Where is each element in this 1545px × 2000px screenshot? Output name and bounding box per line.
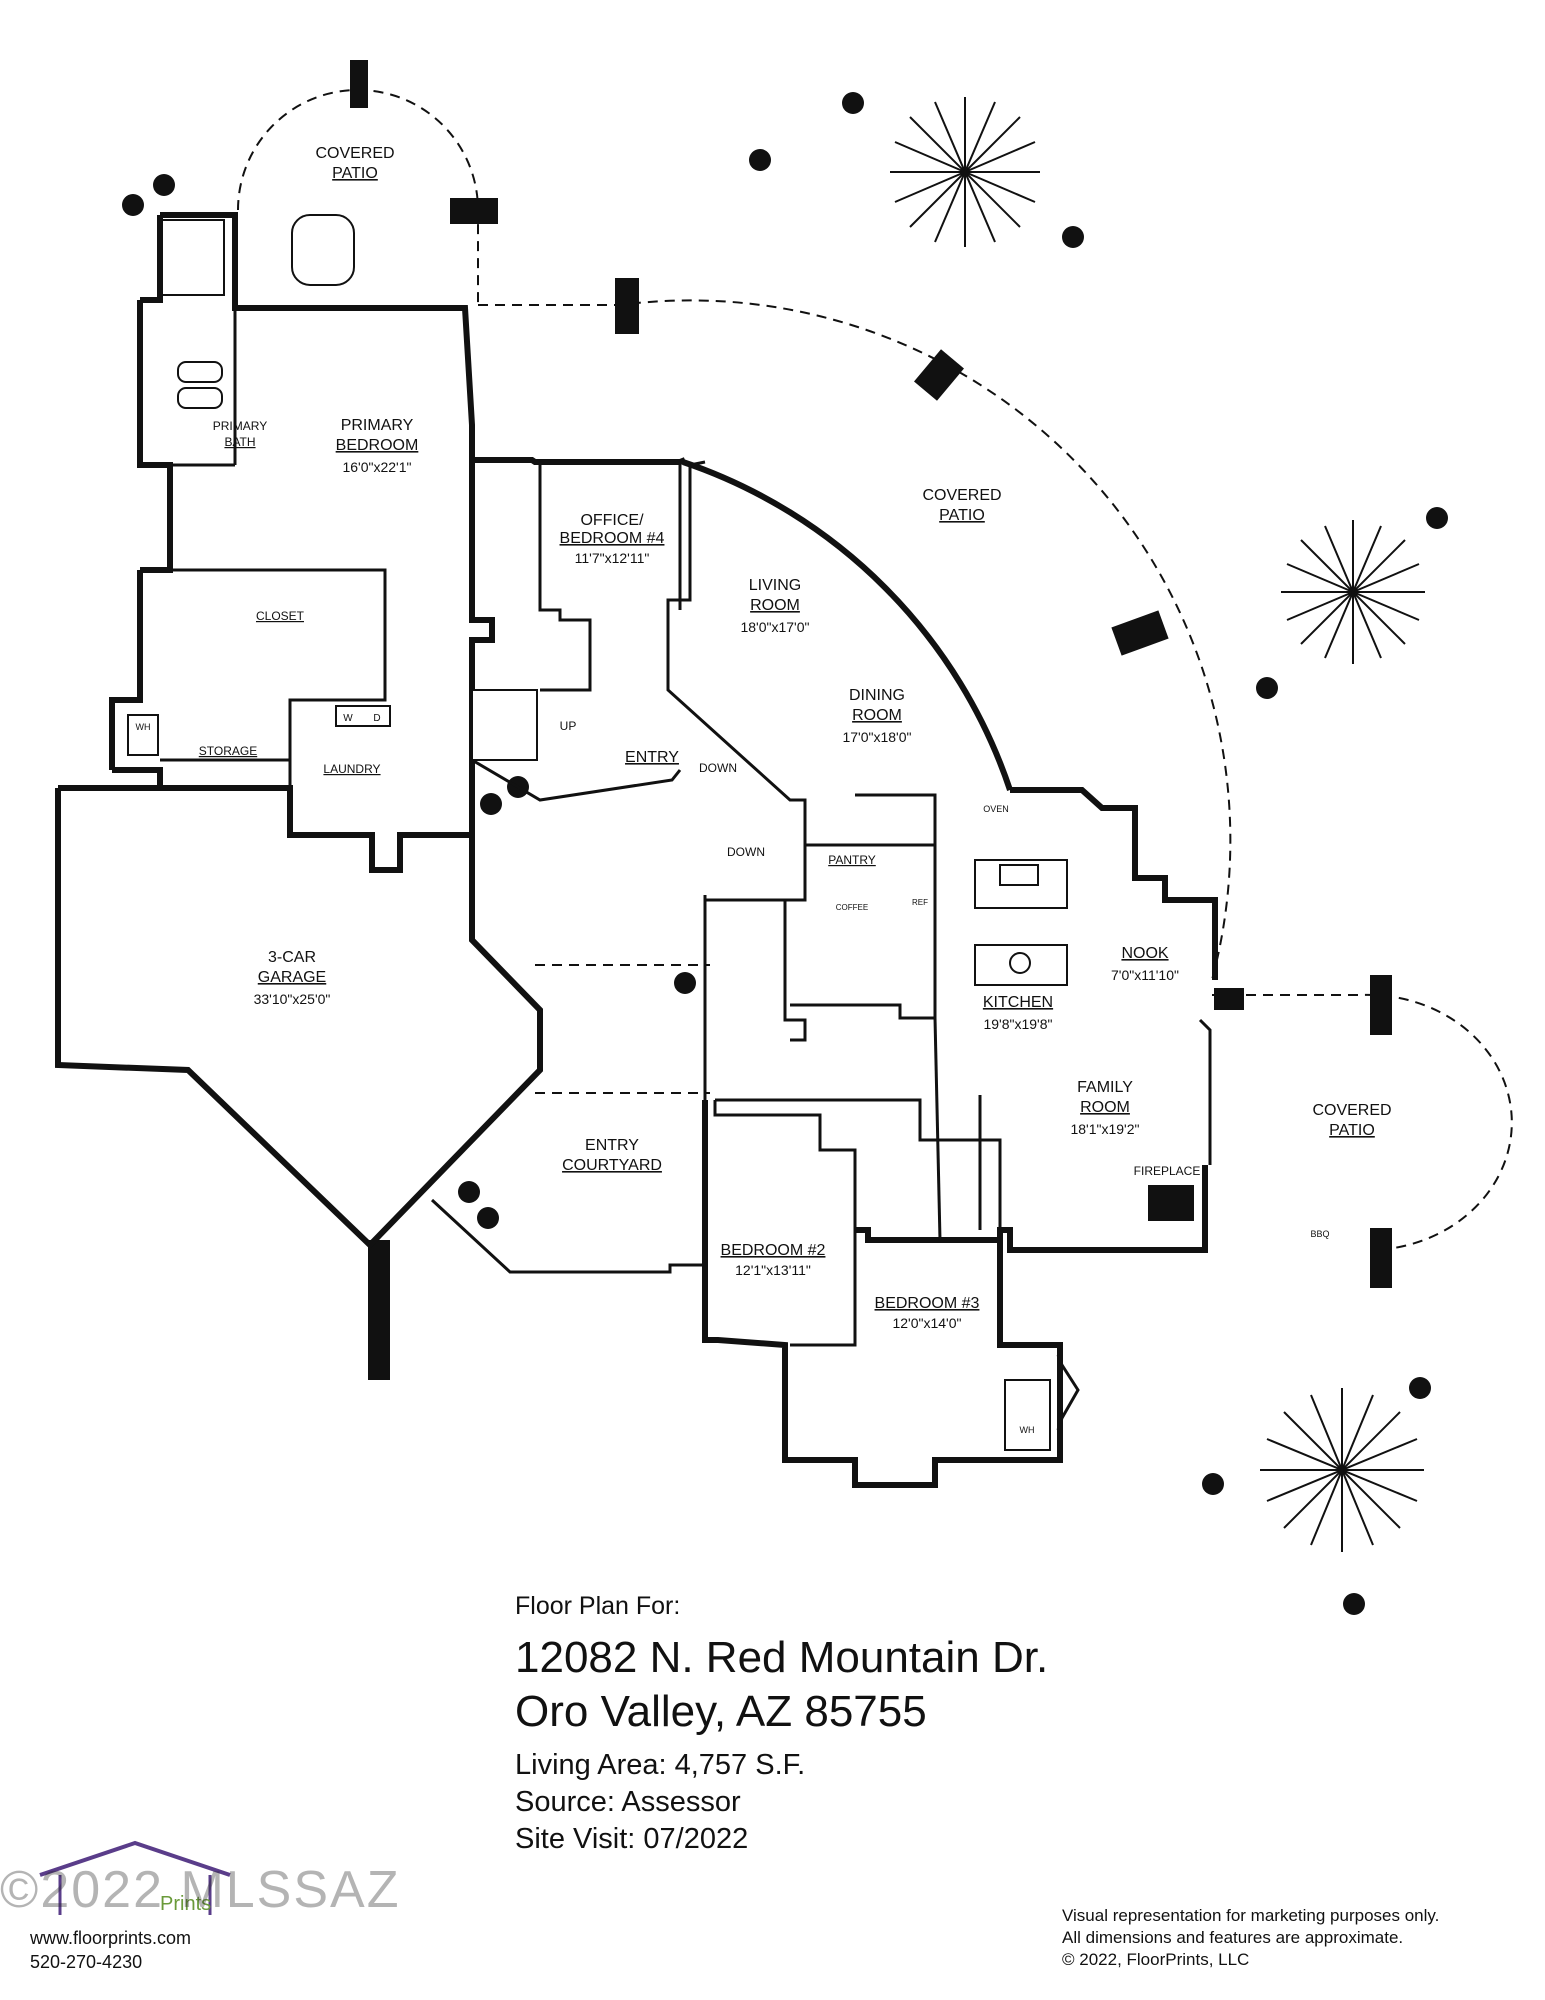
source: Source: Assessor xyxy=(515,1786,741,1818)
fireplace-label: FIREPLACE xyxy=(1134,1164,1201,1178)
water-heater-label: WH xyxy=(1020,1425,1035,1435)
oven-label: OVEN xyxy=(983,804,1009,814)
floorprints-logo: Prints xyxy=(39,1840,231,1915)
stairs-up-label: UP xyxy=(560,719,577,733)
property-info: Floor Plan For: 12082 N. Red Mountain Dr… xyxy=(515,1592,1235,1858)
address-line-2: Oro Valley, AZ 85755 xyxy=(515,1687,927,1736)
sink-icon xyxy=(177,387,223,409)
dryer-label: D xyxy=(373,713,380,724)
post-marker xyxy=(350,60,1392,1380)
tree-icon xyxy=(890,97,1040,247)
site-visit: Site Visit: 07/2022 xyxy=(515,1823,749,1855)
living-area: Living Area: 4,757 S.F. xyxy=(515,1749,806,1781)
shrub-icon xyxy=(122,92,1448,1615)
tree-icon xyxy=(1281,520,1425,664)
water-heater-label: WH xyxy=(136,722,151,732)
cooktop-icon xyxy=(999,864,1039,886)
disclaimer-line-2: All dimensions and features are approxim… xyxy=(1062,1928,1404,1947)
fixture-labels: UP DOWN DOWN OVEN COFFEE REF BBQ WH WH W… xyxy=(136,713,1330,1435)
coffee-label: COFFEE xyxy=(836,903,868,912)
laundry-label: LAUNDRY xyxy=(323,762,380,776)
disclaimer: Visual representation for marketing purp… xyxy=(1062,1905,1532,1971)
tree-icon xyxy=(1260,1388,1424,1552)
sink-icon xyxy=(177,361,223,383)
stairs-down-label: DOWN xyxy=(727,845,765,859)
ref-label: REF xyxy=(912,898,928,907)
contact-info: www.floorprints.com 520-270-4230 xyxy=(30,1926,191,1974)
pantry-label: PANTRY xyxy=(828,853,876,867)
water-heater-icon xyxy=(1004,1379,1051,1451)
fireplace-block xyxy=(1148,1185,1194,1221)
sink-icon xyxy=(1009,952,1031,974)
water-heater-icon xyxy=(127,714,159,756)
stairs-down-label: DOWN xyxy=(699,761,737,775)
floor-plan-for: Floor Plan For: xyxy=(515,1592,681,1620)
disclaimer-line-1: Visual representation for marketing purp… xyxy=(1062,1906,1440,1925)
logo-text: Prints xyxy=(160,1893,211,1915)
website-link[interactable]: www.floorprints.com xyxy=(30,1928,192,1948)
phone-number: 520-270-4230 xyxy=(30,1952,143,1972)
entry-label: ENTRY xyxy=(625,749,679,766)
closet-label: CLOSET xyxy=(256,609,305,623)
address-line-1: 12082 N. Red Mountain Dr. xyxy=(515,1633,1049,1682)
washer-dryer xyxy=(335,705,391,727)
watermark: ©2022 MLSSAZ xyxy=(0,1861,401,1919)
bathtub-icon xyxy=(291,214,355,286)
copyright: © 2022, FloorPrints, LLC xyxy=(1062,1950,1250,1969)
bbq-label: BBQ xyxy=(1310,1229,1329,1239)
washer-label: W xyxy=(343,713,353,724)
shower-icon xyxy=(161,219,225,296)
storage-label: STORAGE xyxy=(199,744,257,758)
staircase xyxy=(471,689,538,761)
